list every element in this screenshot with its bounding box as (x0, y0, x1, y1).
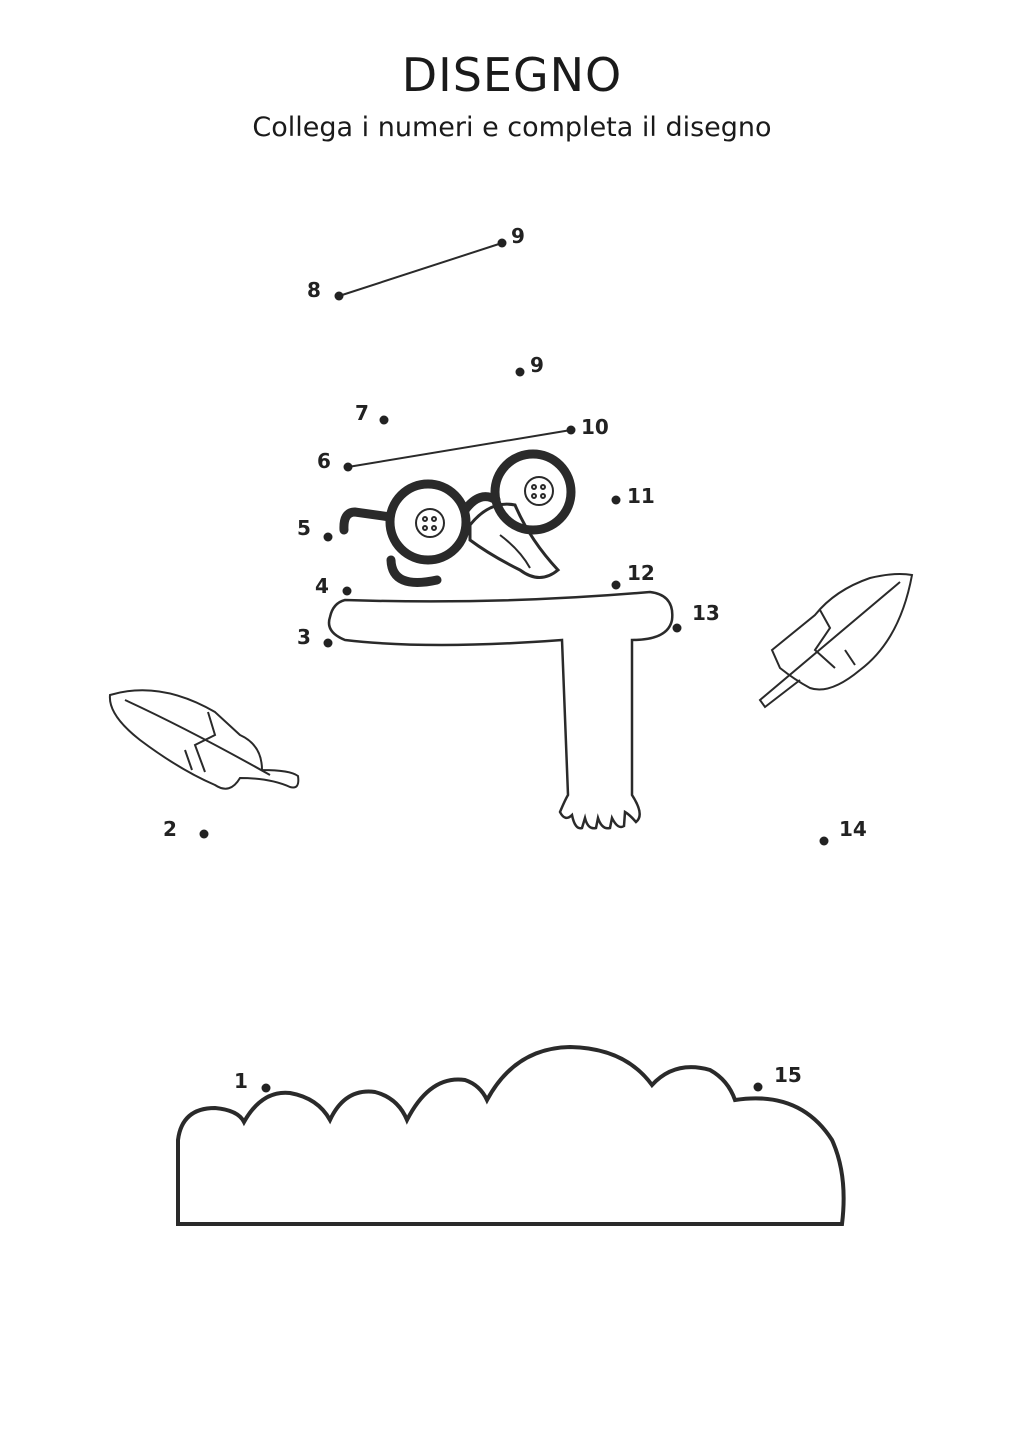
dot-11: 11 (611, 484, 655, 508)
dot-9a: 9 (497, 224, 525, 248)
dot-6: 6 (317, 449, 353, 473)
dot-10: 10 (566, 415, 609, 439)
svg-text:6: 6 (317, 449, 331, 473)
svg-text:11: 11 (627, 484, 655, 508)
dot-4: 4 (315, 574, 352, 598)
dot-1: 1 (234, 1069, 271, 1093)
carrot-nose-drawing (468, 502, 561, 579)
page-title: DISEGNO (401, 48, 623, 102)
svg-text:1: 1 (234, 1069, 248, 1093)
bush-drawing (176, 1044, 846, 1226)
svg-text:15: 15 (774, 1063, 802, 1087)
dot-5: 5 (297, 516, 333, 542)
connect-line-6-10 (347, 429, 572, 468)
svg-text:9: 9 (511, 224, 525, 248)
dot-3: 3 (297, 625, 333, 649)
svg-text:8: 8 (307, 278, 321, 302)
dot-14: 14 (819, 817, 867, 846)
dot-15: 15 (753, 1063, 802, 1092)
svg-text:4: 4 (315, 574, 329, 598)
svg-text:5: 5 (297, 516, 311, 540)
dot-9b: 9 (515, 353, 544, 377)
svg-text:14: 14 (839, 817, 867, 841)
feather-right-drawing (758, 573, 914, 709)
svg-text:9: 9 (530, 353, 544, 377)
svg-text:13: 13 (692, 601, 720, 625)
svg-text:3: 3 (297, 625, 311, 649)
feather-left-drawing (108, 689, 300, 790)
svg-text:10: 10 (581, 415, 609, 439)
glasses-drawing (339, 449, 576, 587)
eye-buttons (415, 476, 554, 538)
scarf-drawing (327, 590, 674, 830)
instructions: Collega i numeri e completa il disegno (252, 112, 772, 143)
dot-7: 7 (355, 401, 389, 425)
svg-text:12: 12 (627, 561, 655, 585)
dot-12: 12 (611, 561, 655, 590)
dot-8: 8 (307, 278, 344, 302)
dot-13: 13 (672, 601, 720, 633)
dot-2: 2 (163, 817, 209, 841)
svg-text:2: 2 (163, 817, 177, 841)
svg-text:7: 7 (355, 401, 369, 425)
nose-detail (499, 534, 531, 569)
connect-line-8-9 (338, 242, 503, 297)
